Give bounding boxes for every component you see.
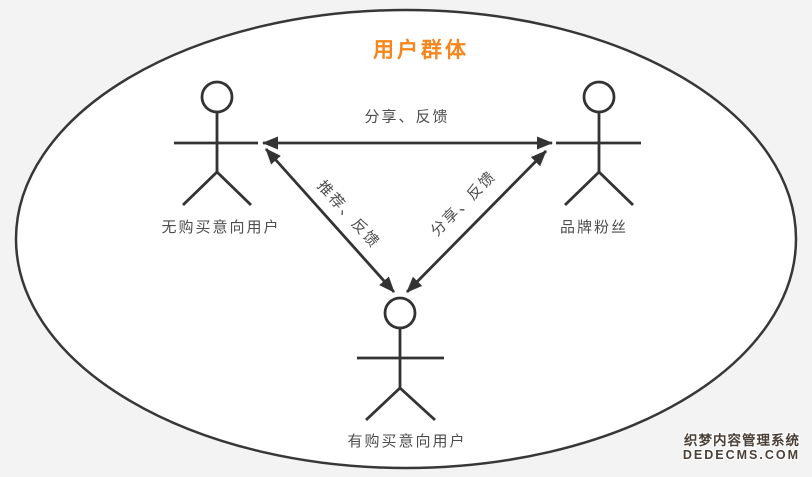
actor-leg-right	[399, 386, 436, 422]
actor-leg-left	[365, 386, 401, 422]
actor-head	[200, 80, 234, 114]
actor-leg-left	[564, 170, 600, 207]
edge-share-feedback-right	[406, 150, 547, 293]
actor-label-no-purchase-intent-user: 无购买意向用户	[161, 219, 281, 236]
actor-label-brand-fans: 品牌粉丝	[559, 219, 629, 236]
actor-brand-fans	[556, 80, 641, 207]
edge-label-share-feedback-top: 分享、反馈	[364, 108, 450, 126]
actor-no-purchase-intent-user	[174, 80, 258, 207]
watermark-cn-text: 织梦内容管理系统	[684, 433, 800, 448]
edge-recommend-feedback-left	[264, 148, 396, 293]
system-boundary-ellipse	[14, 8, 798, 470]
actor-purchase-intent-user	[357, 296, 444, 422]
actor-leg-right	[216, 170, 252, 207]
actor-head	[383, 296, 417, 330]
actor-label-purchase-intent-user: 有购买意向用户	[347, 433, 467, 450]
watermark: 织梦内容管理系统 DEDECMS.COM	[682, 433, 800, 463]
actor-leg-left	[182, 170, 218, 207]
actor-leg-right	[598, 170, 634, 207]
actor-head	[582, 80, 616, 114]
watermark-en-text: DEDECMS.COM	[682, 447, 800, 462]
diagram-title: 用户群体	[373, 39, 469, 62]
